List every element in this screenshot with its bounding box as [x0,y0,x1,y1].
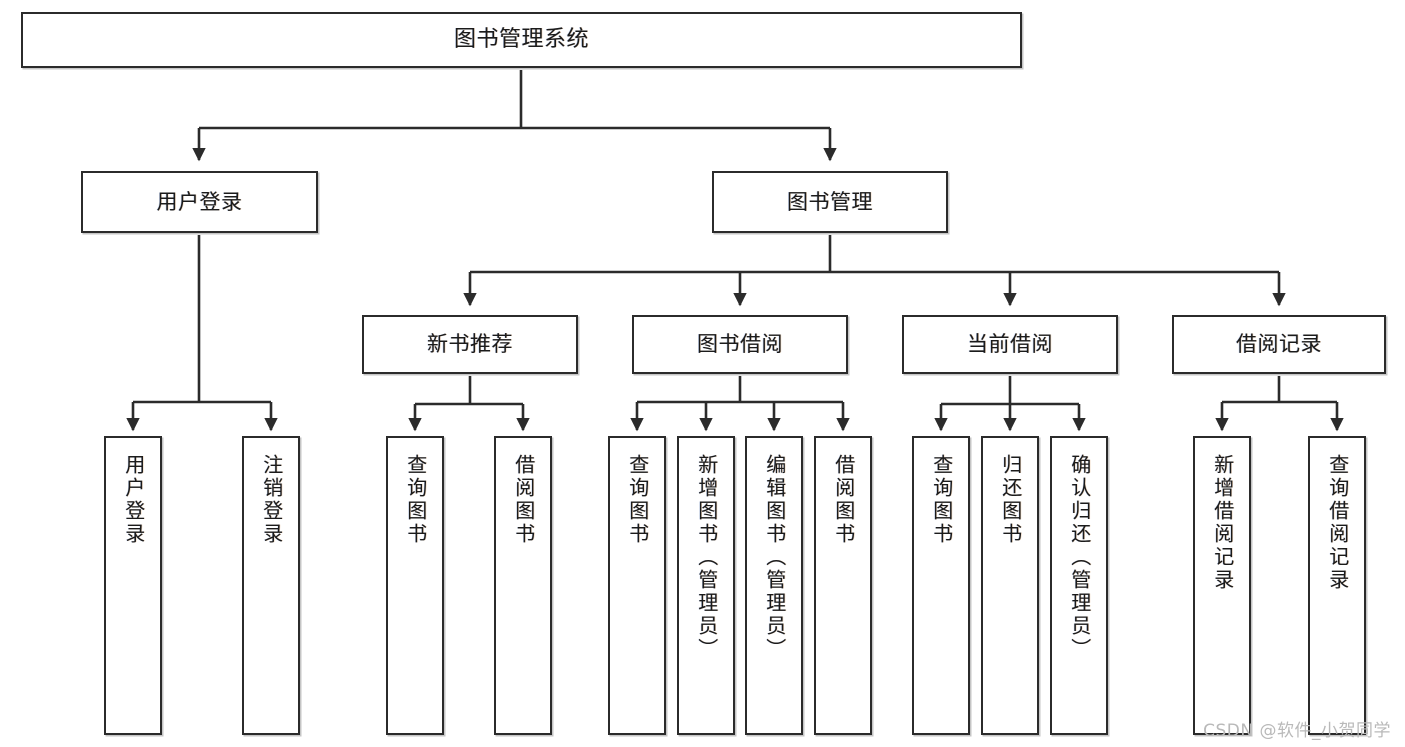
node-label: 查询图书 [929,454,954,546]
node-root-system[interactable]: 图书管理系统 [21,12,1022,68]
node-label: 用户登录 [121,454,146,546]
node-book-management[interactable]: 图书管理 [712,171,948,233]
node-borrow-record[interactable]: 借阅记录 [1172,315,1386,374]
node-label: 借阅记录 [1236,332,1322,357]
leaf-user-login[interactable]: 用户登录 [104,436,162,735]
node-label: 当前借阅 [967,332,1053,357]
node-label: 查询图书 [403,454,428,546]
node-label: 借阅图书 [831,454,856,546]
csdn-watermark: CSDN @软件_小贺同学 [1203,721,1391,741]
leaf-logout[interactable]: 注销登录 [242,436,300,735]
leaf-query-borrow-record[interactable]: 查询借阅记录 [1308,436,1366,735]
node-label: 注销登录 [259,454,284,546]
leaf-query-book-borrow[interactable]: 查询图书 [608,436,666,735]
leaf-add-borrow-record[interactable]: 新增借阅记录 [1193,436,1251,735]
leaf-borrow-book[interactable]: 借阅图书 [814,436,872,735]
node-new-book-recommend[interactable]: 新书推荐 [362,315,578,374]
leaf-return-book[interactable]: 归还图书 [981,436,1039,735]
node-label: 归还图书 [998,454,1023,546]
leaf-query-book-current[interactable]: 查询图书 [912,436,970,735]
node-label: 查询图书 [625,454,650,546]
node-label: 新书推荐 [427,332,513,357]
node-book-borrow[interactable]: 图书借阅 [632,315,848,374]
node-label: 确认归还（管理员） [1067,454,1092,661]
node-label: 新增借阅记录 [1210,454,1235,592]
node-label: 图书管理 [787,189,873,214]
node-label: 借阅图书 [511,454,536,546]
node-label: 图书借阅 [697,332,783,357]
leaf-borrow-book-recommend[interactable]: 借阅图书 [494,436,552,735]
node-label: 查询借阅记录 [1325,454,1350,592]
leaf-add-book-admin[interactable]: 新增图书（管理员） [677,436,735,735]
node-label: 图书管理系统 [453,27,589,53]
leaf-confirm-return-admin[interactable]: 确认归还（管理员） [1050,436,1108,735]
node-user-login[interactable]: 用户登录 [81,171,318,233]
node-label: 编辑图书（管理员） [762,454,787,661]
leaf-query-book-recommend[interactable]: 查询图书 [386,436,444,735]
leaf-edit-book-admin[interactable]: 编辑图书（管理员） [745,436,803,735]
node-current-borrow[interactable]: 当前借阅 [902,315,1118,374]
node-label: 新增图书（管理员） [694,454,719,661]
node-label: 用户登录 [156,189,243,214]
